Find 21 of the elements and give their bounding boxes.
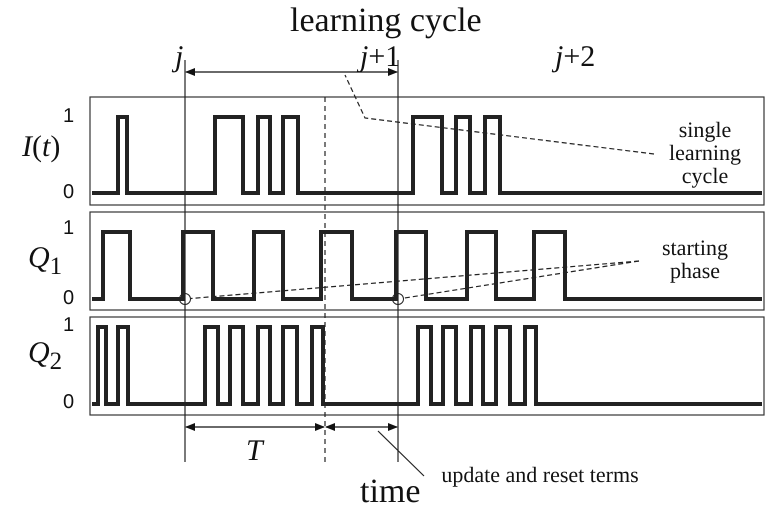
- axis-label: Q$_{1}$: [28, 243, 62, 279]
- tick-label: 1: [63, 106, 74, 126]
- axis-label: I(t): [22, 132, 60, 162]
- leader-line: [404, 260, 640, 299]
- tick-label: 1: [63, 218, 74, 238]
- callout-text: starting phase: [640, 236, 750, 286]
- leader-line: [378, 430, 424, 476]
- tick-label: 0: [63, 288, 74, 308]
- callout-text: update and reset terms: [425, 463, 655, 489]
- marker-circle: [392, 293, 404, 305]
- period-label: T: [246, 436, 263, 466]
- leader-line: [190, 260, 640, 300]
- leader-line: [344, 74, 654, 155]
- marker-circle: [179, 293, 191, 305]
- callout-text: single learning cycle: [655, 118, 755, 190]
- tick-label: 0: [63, 392, 74, 412]
- diagram-title: learning cycle: [290, 4, 482, 38]
- tick-label: 1: [63, 315, 74, 335]
- tick-label: 0: [63, 182, 74, 202]
- axis-label: Q$_{2}$: [28, 338, 62, 374]
- axis-title: time: [360, 475, 420, 509]
